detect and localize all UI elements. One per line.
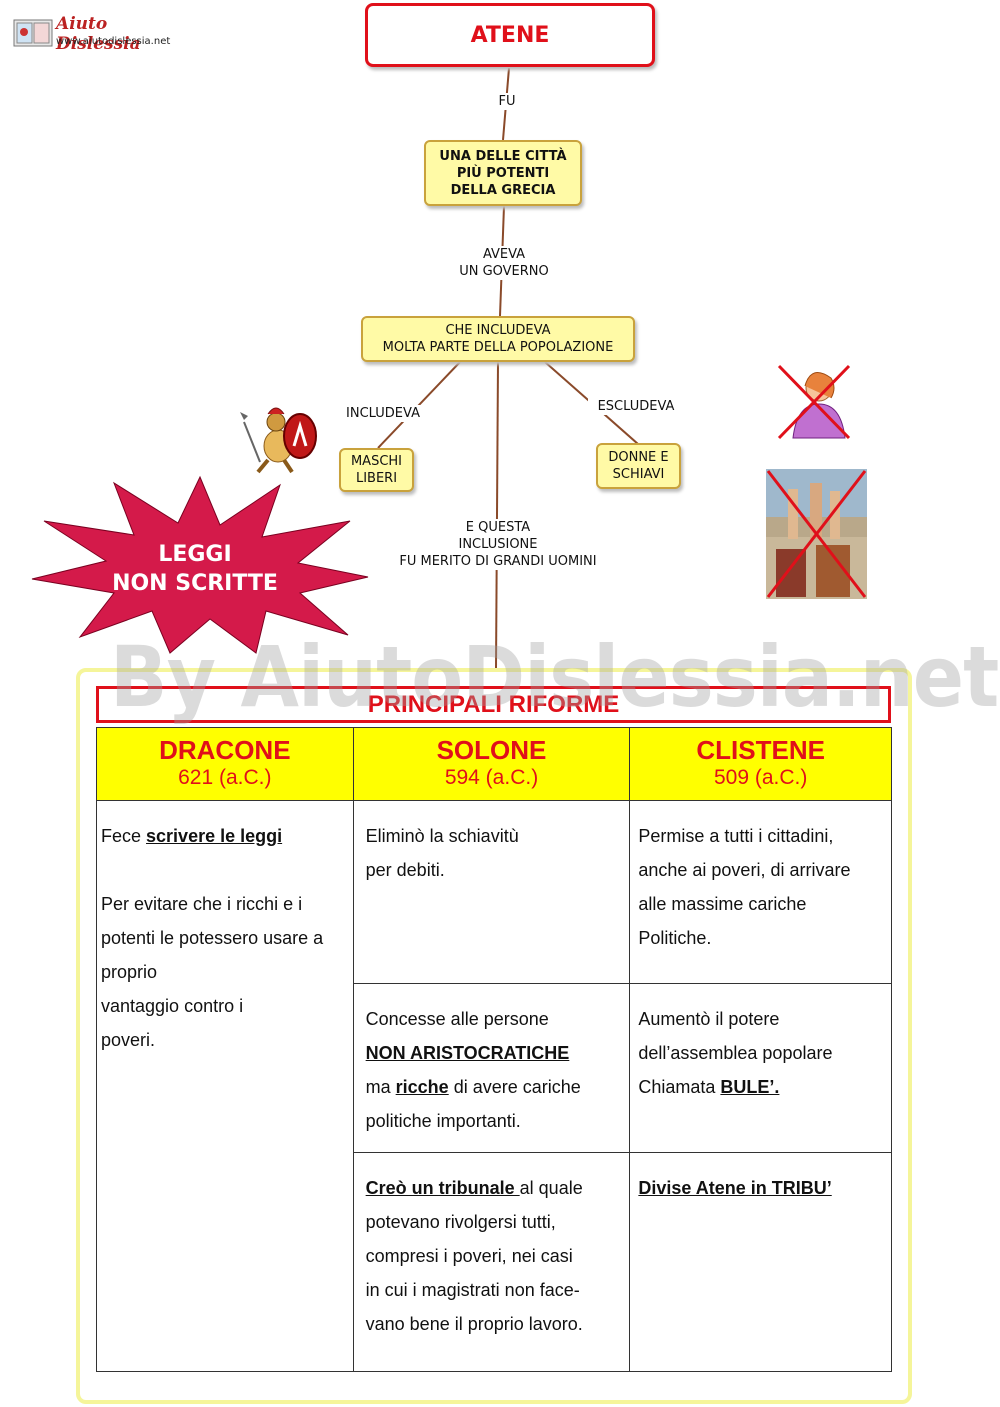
link-label-inclusione: E QUESTA INCLUSIONE FU MERITO DI GRANDI … xyxy=(380,519,616,570)
node-maschi-liberi: MASCHI LIBERI xyxy=(339,448,414,492)
node-governo: CHE INCLUDEVA MOLTA PARTE DELLA POPOLAZI… xyxy=(361,316,635,362)
logo[interactable]: Aiuto Dislessia www.aiutodislessia.net xyxy=(12,14,172,54)
link-label-escludeva: ESCLUDEVA xyxy=(588,398,684,415)
cell-clistene-2: Aumentò il potere dell’assemblea popolar… xyxy=(629,983,892,1153)
leggi-non-scritte-burst xyxy=(31,475,369,654)
cell-solone-2: Concesse alle persone NON ARISTOCRATICHE… xyxy=(352,983,631,1153)
crossed-slaves-icon xyxy=(766,469,867,599)
node-citta-potenti: UNA DELLE CITTÀ PIÙ POTENTI DELLA GRECIA xyxy=(424,140,582,206)
link-label-aveva: AVEVA UN GOVERNO xyxy=(448,246,560,280)
table-row: Fece scrivere le leggi Per evitare che i… xyxy=(96,800,892,1372)
cell-solone-1: Eliminò la schiavitù per debiti. xyxy=(352,800,631,984)
cell-clistene-3: Divise Atene in TRIBU’ xyxy=(629,1152,892,1372)
logo-url: www.aiutodislessia.net xyxy=(56,36,171,47)
table-row: Creò un tribunale al quale potevano rivo… xyxy=(97,1152,892,1372)
greek-warrior-icon xyxy=(240,407,317,474)
cell-solone-3: Creò un tribunale al quale potevano rivo… xyxy=(352,1152,631,1372)
node-donne-schiavi: DONNE E SCHIAVI xyxy=(596,443,681,489)
watermark: By AiutoDislessia.net xyxy=(110,628,999,726)
crossed-woman-icon xyxy=(777,364,851,440)
cell-dracone: Fece scrivere le leggi Per evitare che i… xyxy=(96,800,354,1372)
logo-name: Aiuto Dislessia xyxy=(56,14,141,54)
link-label-includeva: INCLUDEVA xyxy=(335,405,431,422)
link-label-fu: FU xyxy=(490,93,524,110)
book-logo-icon xyxy=(13,19,53,47)
map-title: ATENE xyxy=(365,3,655,67)
burst-text: LEGGI NON SCRITTE xyxy=(112,542,278,596)
reforms-title: PRINCIPALI RIFORME xyxy=(96,686,891,723)
cell-clistene-1: Permise a tutti i cittadini, anche ai po… xyxy=(629,800,892,984)
reforms-frame xyxy=(76,668,912,1404)
table-row: Concesse alle persone NON ARISTOCRATICHE… xyxy=(97,983,892,1153)
